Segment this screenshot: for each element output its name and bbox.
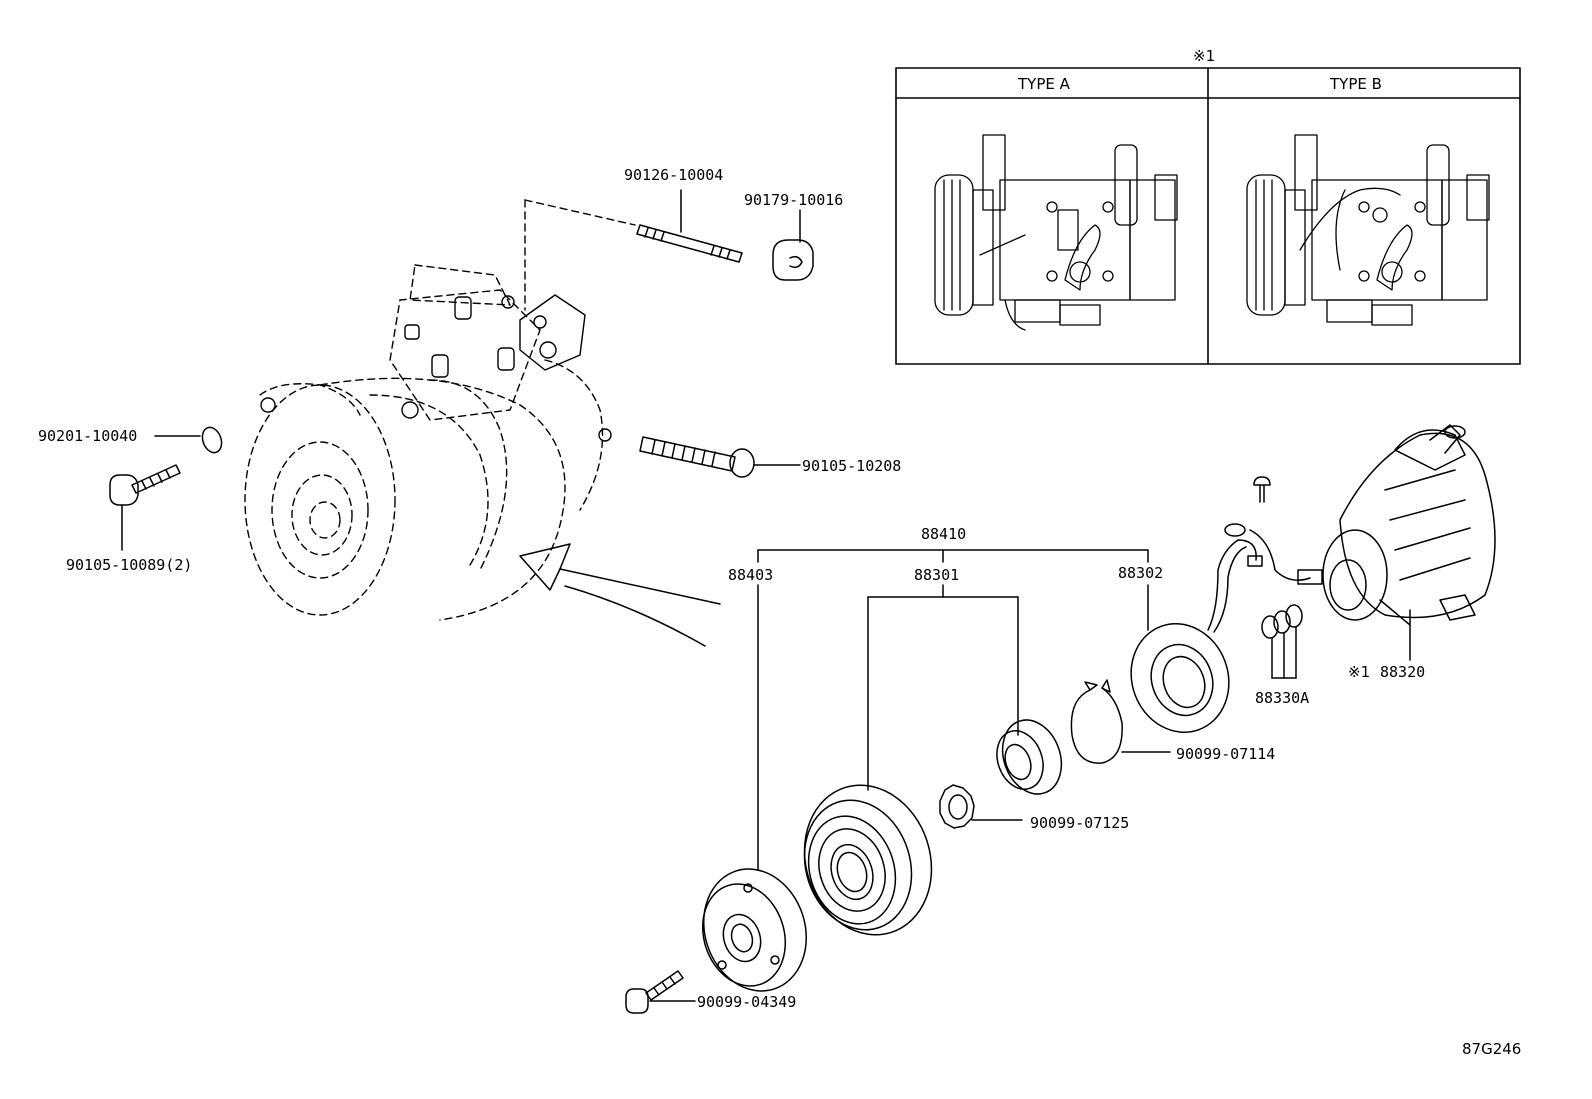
part-label-88403: 88403 xyxy=(728,566,774,584)
type-b-compressor-drawing xyxy=(1246,134,1490,326)
compressor-outline xyxy=(244,199,636,621)
leader-88301 xyxy=(867,584,1019,791)
compressor-88320 xyxy=(1322,424,1496,661)
screw-small xyxy=(1253,476,1271,503)
bolt-left xyxy=(109,464,181,551)
part-label-90105-10089: 90105-10089(2) xyxy=(66,556,193,574)
part-label-90179-10016: 90179-10016 xyxy=(744,191,844,209)
part-label-90105-10208: 90105-10208 xyxy=(802,457,902,475)
washer xyxy=(154,426,223,454)
part-label-88301: 88301 xyxy=(914,566,960,584)
note-mark: ※1 xyxy=(1193,47,1216,65)
type-table xyxy=(895,67,1521,365)
part-label-88410: 88410 xyxy=(921,525,967,543)
bolt-right xyxy=(639,436,801,478)
type-a-compressor-drawing xyxy=(934,134,1178,331)
part-label-90099-07125: 90099-07125 xyxy=(1030,814,1130,832)
compressor-solid-details xyxy=(260,294,612,442)
shims xyxy=(1261,604,1303,679)
figure-reference: 87G246 xyxy=(1462,1040,1522,1058)
part-label-90099-07114: 90099-07114 xyxy=(1176,745,1276,763)
field-coil xyxy=(1130,523,1323,733)
stud-bolt xyxy=(636,189,743,263)
nut xyxy=(772,209,814,281)
pulley xyxy=(803,784,933,936)
snap-ring xyxy=(1070,679,1171,764)
part-label-88320: 88320 xyxy=(1380,663,1426,681)
part-label-90126-10004: 90126-10004 xyxy=(624,166,724,184)
part-label-88330A: 88330A xyxy=(1255,689,1310,707)
part-label-90099-04349: 90099-04349 xyxy=(697,993,797,1011)
part-label-90201-10040: 90201-10040 xyxy=(38,427,138,445)
type-b-header: TYPE B xyxy=(1330,75,1382,93)
snap-ring-2 xyxy=(939,784,1023,829)
assembly-arrow xyxy=(519,543,721,647)
clutch-hub xyxy=(701,868,808,992)
leader-88410 xyxy=(757,549,1149,563)
part-label-88302: 88302 xyxy=(1118,564,1164,582)
bearing xyxy=(996,719,1063,795)
type-a-header: TYPE A xyxy=(1018,75,1070,93)
hub-bolt xyxy=(625,970,696,1014)
part-label-88320-note: ※1 xyxy=(1348,663,1371,681)
